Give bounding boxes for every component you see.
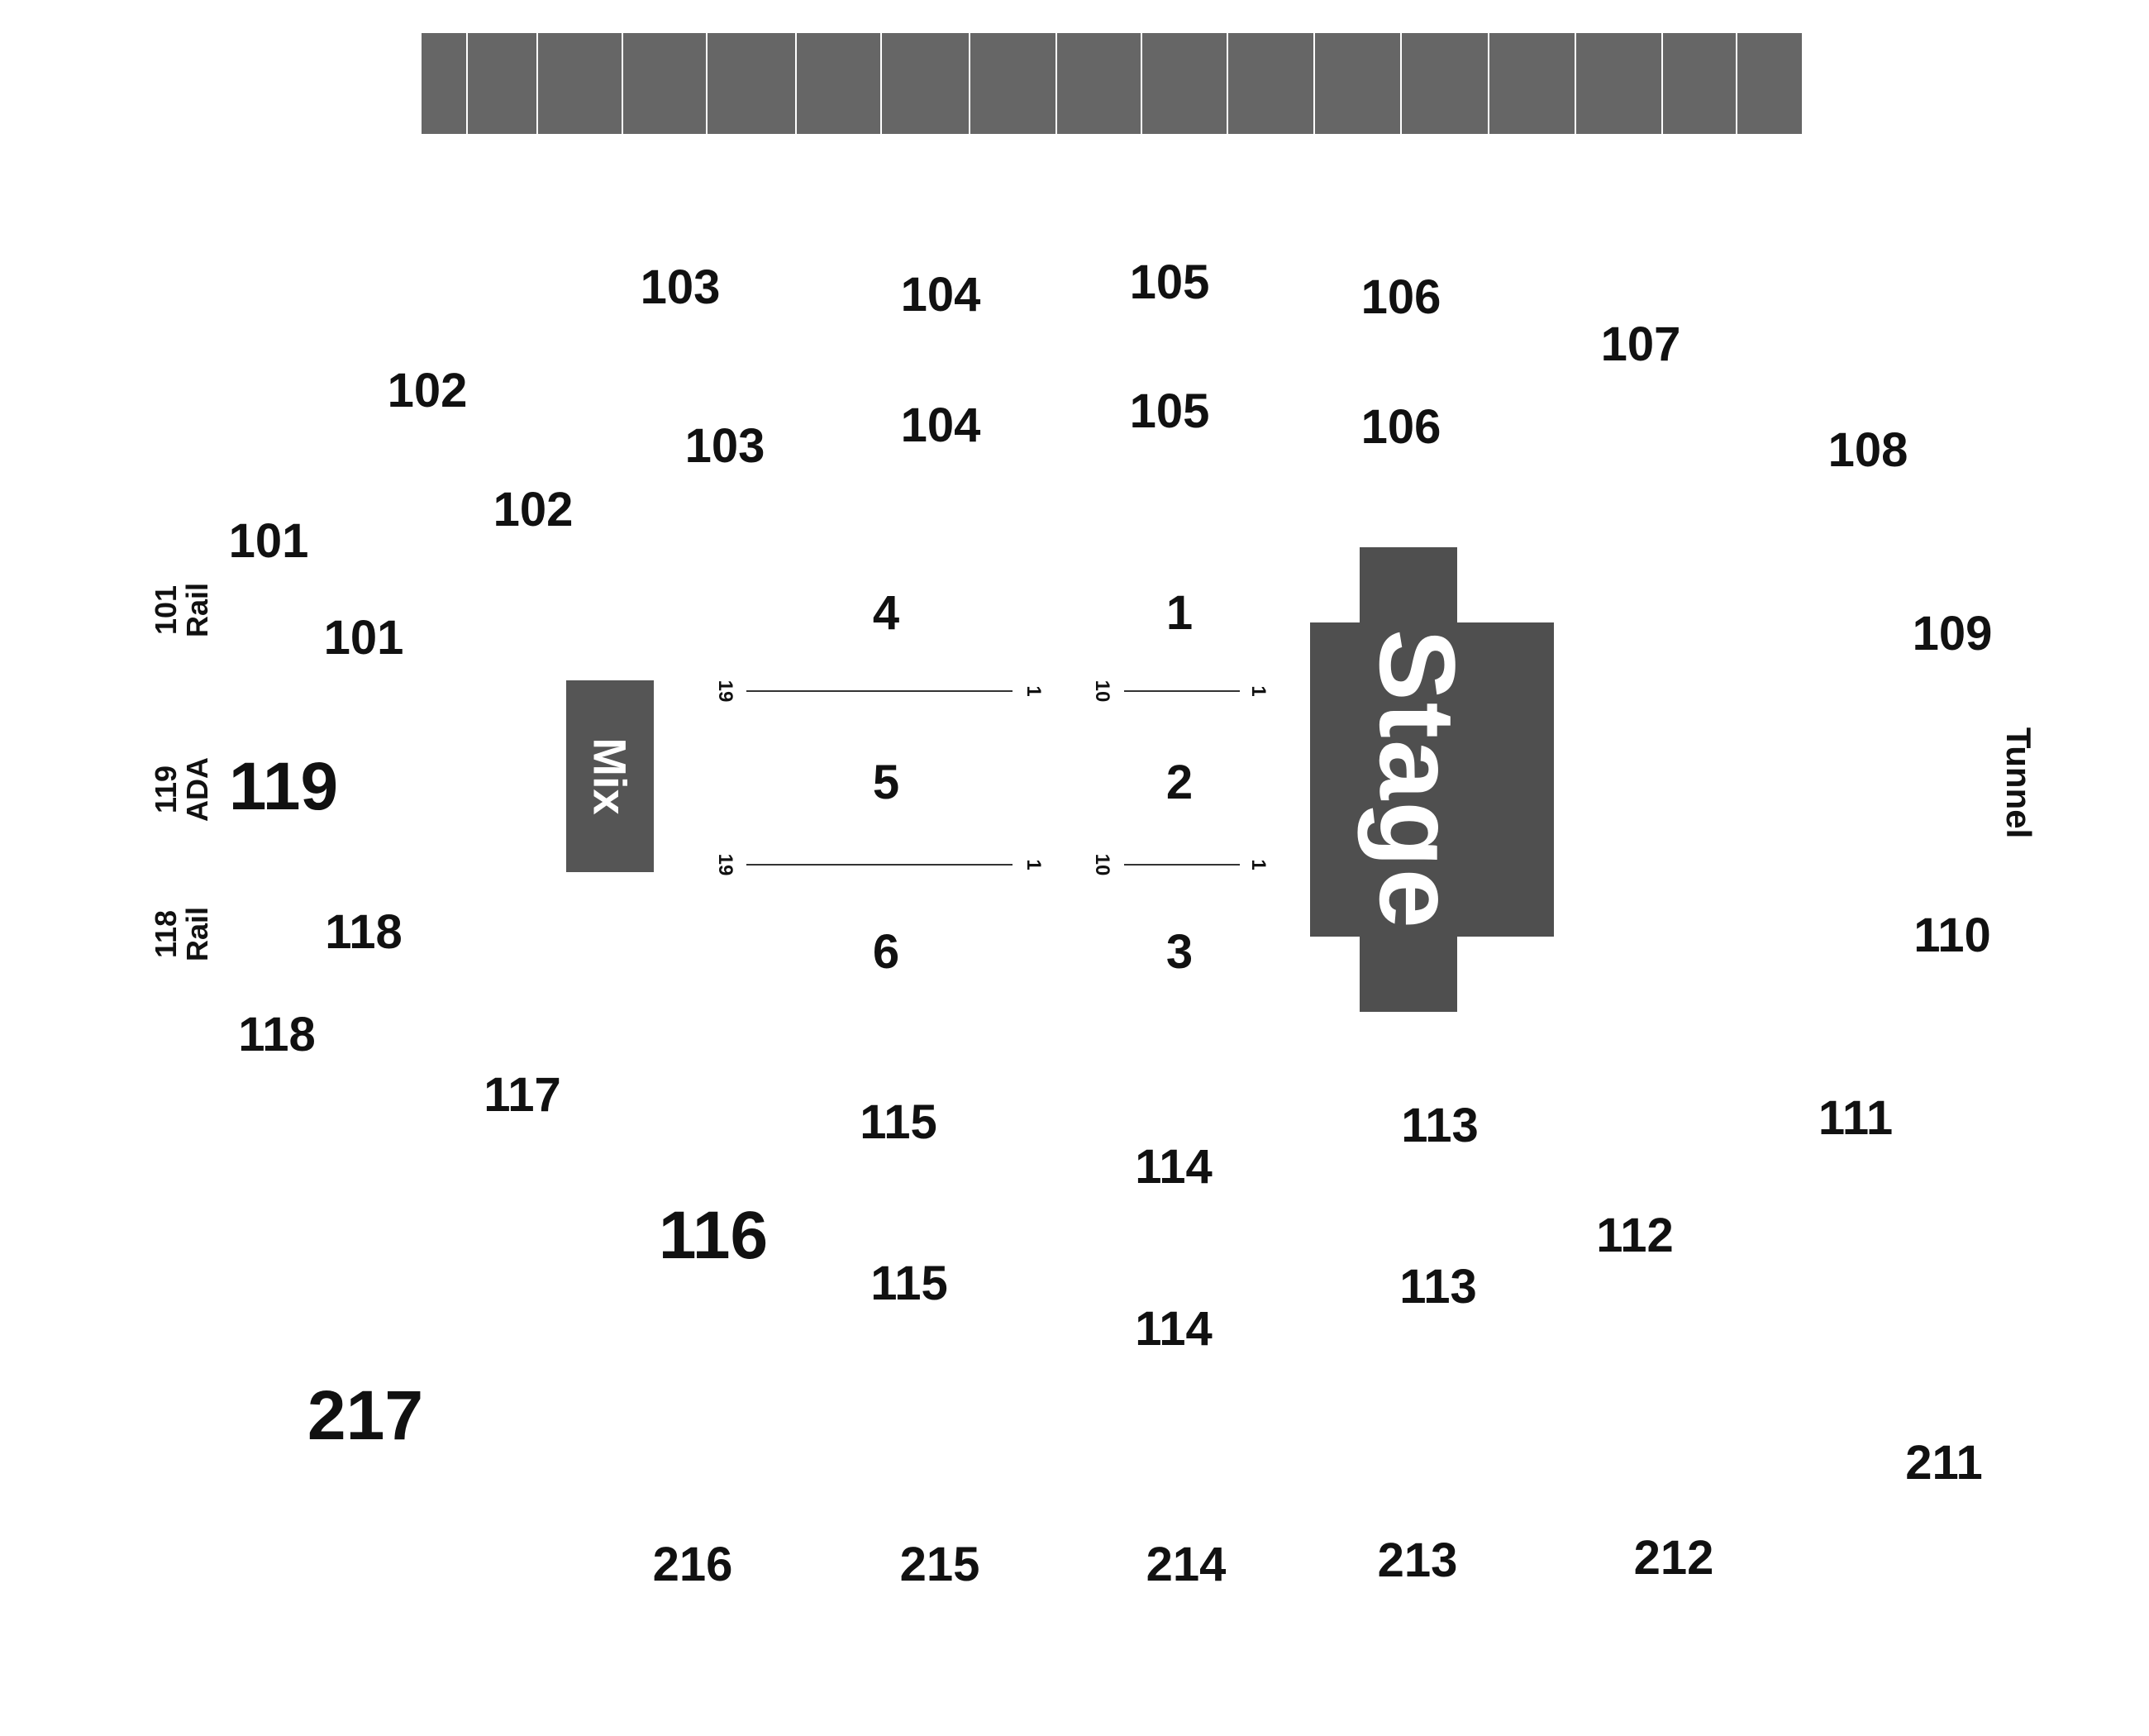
suite-box[interactable]: [1401, 33, 1490, 134]
rail-101-number: 101: [149, 584, 183, 636]
rail-118-label: 118 Rail: [149, 906, 214, 962]
suite-box[interactable]: [1737, 33, 1803, 134]
suite-box[interactable]: [467, 33, 538, 134]
suite-box[interactable]: [1228, 33, 1316, 134]
suite-box[interactable]: [1489, 33, 1577, 134]
section-105-lower[interactable]: 105: [1129, 384, 1210, 438]
section-217[interactable]: 217: [307, 1376, 424, 1454]
suite-box[interactable]: [622, 33, 708, 134]
tunnel-label: Tunnel: [1999, 727, 2038, 839]
suite-box[interactable]: [1056, 33, 1142, 134]
suite-box[interactable]: [796, 33, 882, 134]
section-215[interactable]: 215: [899, 1538, 980, 1591]
section-110[interactable]: 110: [1913, 909, 1991, 962]
stage-label: Stage: [1357, 628, 1478, 931]
floor-section-3[interactable]: 3: [1165, 925, 1194, 979]
section-214[interactable]: 214: [1146, 1538, 1227, 1591]
floor-section-2[interactable]: 2: [1165, 756, 1194, 809]
floor-section-6[interactable]: 6: [872, 925, 900, 979]
section-105-upper[interactable]: 105: [1129, 255, 1210, 309]
row-divider: [746, 864, 1013, 866]
row-number: 1: [1022, 685, 1045, 697]
section-119[interactable]: 119: [228, 749, 339, 824]
suite-box[interactable]: [537, 33, 623, 134]
row-divider: [746, 690, 1013, 692]
section-114-lower[interactable]: 114: [1135, 1302, 1213, 1356]
section-102-upper[interactable]: 102: [387, 364, 468, 417]
section-111[interactable]: 111: [1818, 1091, 1894, 1145]
ada-119-label[interactable]: 119 ADA: [149, 757, 214, 822]
section-103-upper[interactable]: 103: [640, 260, 721, 314]
row-number: 19: [714, 853, 736, 876]
section-213[interactable]: 213: [1377, 1533, 1458, 1587]
section-114-upper[interactable]: 114: [1135, 1140, 1213, 1194]
rail-118-number: 118: [149, 909, 183, 959]
suite-box[interactable]: [881, 33, 971, 134]
suite-box[interactable]: [1315, 33, 1402, 134]
suite-box[interactable]: [1576, 33, 1663, 134]
row-divider: [1124, 690, 1240, 692]
section-104-upper[interactable]: 104: [900, 268, 981, 322]
section-116[interactable]: 116: [658, 1198, 769, 1273]
section-102-lower[interactable]: 102: [493, 483, 574, 537]
suite-box[interactable]: [970, 33, 1057, 134]
section-216[interactable]: 216: [652, 1538, 733, 1591]
section-115-lower[interactable]: 115: [870, 1257, 948, 1310]
mix-label: Mix: [584, 737, 636, 815]
section-104-lower[interactable]: 104: [900, 398, 981, 452]
section-118-lower[interactable]: 118: [238, 1008, 316, 1061]
rail-118-text: Rail: [180, 906, 214, 962]
suite-row: [422, 33, 1803, 134]
suite-box[interactable]: [422, 33, 468, 134]
section-103-lower[interactable]: 103: [684, 419, 765, 473]
ada-119-number: 119: [149, 765, 183, 814]
section-101-lower[interactable]: 101: [323, 611, 404, 665]
floor-section-5[interactable]: 5: [872, 756, 900, 809]
row-number: 19: [714, 680, 736, 703]
section-211[interactable]: 211: [1905, 1436, 1983, 1490]
rail-101-text: Rail: [180, 582, 214, 638]
floor-section-1[interactable]: 1: [1165, 586, 1194, 640]
section-115-upper[interactable]: 115: [860, 1095, 937, 1149]
suite-box[interactable]: [708, 33, 797, 134]
section-108[interactable]: 108: [1827, 423, 1908, 477]
section-109[interactable]: 109: [1912, 607, 1993, 661]
section-101-upper[interactable]: 101: [228, 514, 309, 568]
section-107[interactable]: 107: [1600, 317, 1681, 371]
row-number: 1: [1247, 685, 1270, 697]
rail-101-label: 101 Rail: [149, 582, 214, 638]
section-212[interactable]: 212: [1633, 1531, 1714, 1585]
section-118-upper[interactable]: 118: [325, 905, 403, 959]
section-106-upper[interactable]: 106: [1360, 270, 1441, 324]
section-106-lower[interactable]: 106: [1360, 400, 1441, 454]
row-number: 1: [1247, 859, 1270, 870]
section-112[interactable]: 112: [1596, 1209, 1674, 1262]
floor-section-4[interactable]: 4: [872, 586, 900, 640]
row-divider: [1124, 864, 1240, 866]
row-number: 1: [1022, 859, 1045, 870]
ada-119-text: ADA: [180, 757, 214, 822]
row-number: 10: [1091, 853, 1113, 876]
suite-box[interactable]: [1141, 33, 1229, 134]
section-113-upper[interactable]: 113: [1401, 1099, 1479, 1152]
stage-main: [1310, 622, 1554, 937]
section-113-lower[interactable]: 113: [1399, 1260, 1477, 1314]
row-number: 10: [1091, 680, 1113, 703]
suite-box[interactable]: [1662, 33, 1737, 134]
mix-position: Mix: [566, 680, 654, 872]
section-117[interactable]: 117: [484, 1068, 561, 1122]
